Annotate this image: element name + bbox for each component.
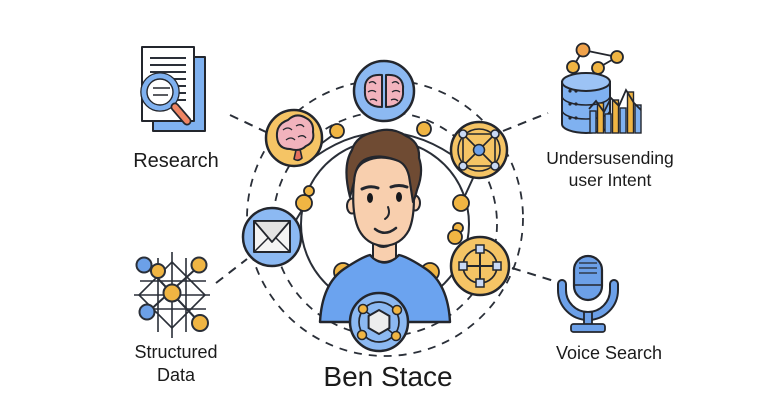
brain-top-icon (352, 59, 416, 123)
node-cross-icon (449, 235, 511, 297)
microphone-icon (557, 254, 619, 333)
structured-data-label-line2: Data (156, 365, 196, 385)
brain-side-icon (264, 108, 324, 168)
research-label: Research (133, 150, 219, 172)
man-avatar (318, 128, 452, 324)
avatar-nose (384, 206, 390, 220)
avatar-face (352, 156, 415, 248)
connector-structured (215, 258, 248, 284)
data-grid-icon (134, 252, 210, 338)
cube-network-icon (449, 120, 509, 180)
structured-data-label-line1: Structured (134, 342, 218, 362)
database-analytics-icon (561, 42, 642, 134)
structured-data-label: Structured Data (111, 341, 241, 387)
hexagon-network-icon (348, 291, 410, 353)
dashed-connectors (215, 112, 555, 284)
avatar-eye-right (396, 192, 402, 202)
connector-research (229, 114, 267, 133)
understanding-label-line1: Undersusending (546, 148, 674, 168)
connector-voice (511, 267, 555, 282)
understanding-label-line2: user Intent (568, 170, 652, 190)
avatar-mouth (373, 226, 398, 234)
envelope-icon (241, 206, 303, 268)
avatar-eye-left (367, 193, 373, 203)
avatar-brow-left (360, 185, 380, 191)
person-name-label: Ben Stace (323, 361, 453, 392)
understanding-label: Undersusending user Intent (518, 147, 702, 191)
avatar-hair (345, 128, 423, 204)
document-search-icon (140, 46, 206, 132)
avatar-brow-right (389, 184, 409, 189)
voice-search-label: Voice Search (555, 343, 663, 363)
connector-understanding (502, 112, 549, 132)
